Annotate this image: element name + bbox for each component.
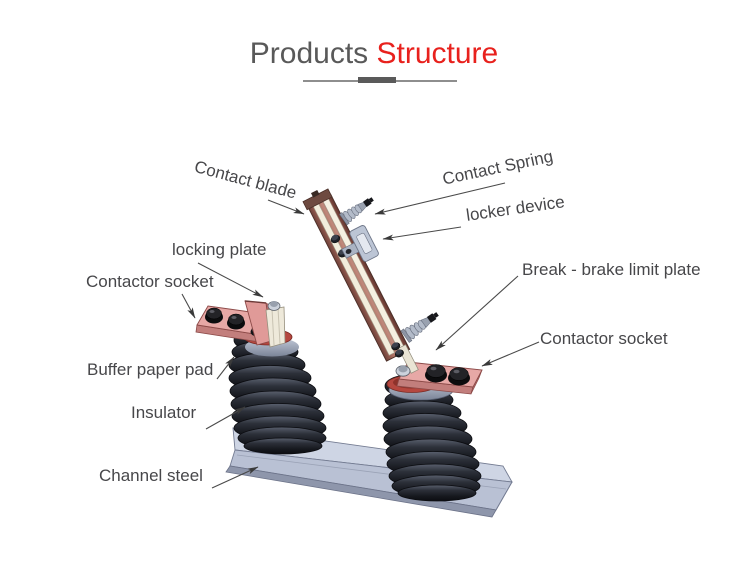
label-insulator: Insulator	[131, 403, 197, 422]
leader-insulator	[205, 406, 246, 430]
leader-locking-plate	[197, 262, 264, 298]
leader-contactor-socket-right	[481, 341, 540, 367]
page-title: Products Structure	[0, 38, 736, 70]
label-buffer-paper-pad: Buffer paper pad	[87, 360, 214, 379]
label-locking-plate: locking plate	[172, 240, 267, 259]
leader-contactor-socket-left	[181, 293, 196, 319]
leader-channel-steel	[211, 466, 259, 489]
contact-blade-part	[302, 188, 419, 374]
contactor-socket-left-part	[195, 300, 286, 348]
page-title-accent: Structure	[368, 37, 499, 70]
label-contactor-socket-left: Contactor socket	[86, 272, 214, 291]
label-channel-steel: Channel steel	[99, 466, 203, 485]
leader-contact-blade	[267, 199, 305, 215]
leader-break-brake-limit-plate	[435, 275, 519, 351]
lower-spring-part	[400, 312, 439, 343]
contact-spring-part	[339, 197, 374, 226]
contactor-socket-right-part	[396, 361, 483, 395]
junction-bolt	[395, 365, 411, 377]
label-contactor-socket-right: Contactor socket	[540, 329, 668, 348]
leader-lines	[181, 182, 540, 489]
locker-device-part	[341, 225, 379, 262]
leader-locker-device	[382, 226, 462, 241]
label-break-brake-limit-plate: Break - brake limit plate	[522, 260, 701, 279]
leader-buffer-paper-pad	[216, 356, 235, 380]
title-underline-accent	[358, 77, 396, 83]
leader-contact-spring	[374, 182, 506, 215]
page-title-primary: Products	[249, 37, 369, 70]
